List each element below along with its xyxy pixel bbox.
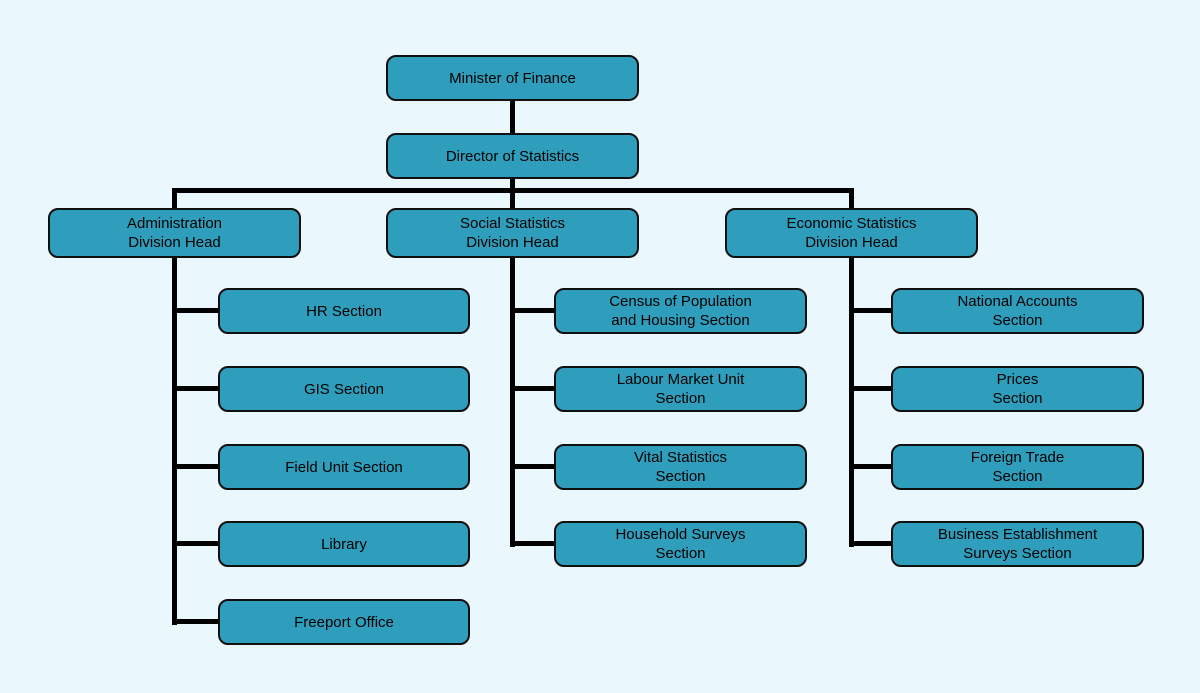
connector-trunk-economic	[849, 188, 854, 547]
connector-stub-household-surveys-section	[510, 541, 554, 546]
org-node-field-unit-section: Field Unit Section	[218, 444, 470, 490]
org-node-hr-section: HR Section	[218, 288, 470, 334]
org-node-minister-of-finance: Minister of Finance	[386, 55, 639, 101]
org-node-vital-statistics-section: Vital Statistics Section	[554, 444, 807, 490]
connector-director-branch	[510, 178, 515, 192]
org-node-business-establishment-surveys-section: Business Establishment Surveys Section	[891, 521, 1144, 567]
org-node-director-of-statistics: Director of Statistics	[386, 133, 639, 179]
org-node-library: Library	[218, 521, 470, 567]
org-node-economic-statistics-division-head: Economic Statistics Division Head	[725, 208, 978, 258]
org-node-gis-section: GIS Section	[218, 366, 470, 412]
connector-stub-census-section	[510, 308, 554, 313]
connector-stub-labour-market-section	[510, 386, 554, 391]
org-node-freeport-office: Freeport Office	[218, 599, 470, 645]
connector-stub-gis-section	[172, 386, 218, 391]
connector-trunk-social	[510, 188, 515, 547]
connector-stub-hr-section	[172, 308, 218, 313]
connector-trunk-administration	[172, 188, 177, 625]
connector-stub-national-accounts-section	[849, 308, 891, 313]
org-node-foreign-trade-section: Foreign Trade Section	[891, 444, 1144, 490]
connector-stub-library	[172, 541, 218, 546]
org-node-labour-market-unit-section: Labour Market Unit Section	[554, 366, 807, 412]
org-node-national-accounts-section: National Accounts Section	[891, 288, 1144, 334]
connector-stub-foreign-trade-section	[849, 464, 891, 469]
org-node-administration-division-head: Administration Division Head	[48, 208, 301, 258]
org-node-social-statistics-division-head: Social Statistics Division Head	[386, 208, 639, 258]
connector-stub-freeport-office	[172, 619, 218, 624]
connector-minister-director	[510, 100, 515, 136]
connector-stub-vital-statistics-section	[510, 464, 554, 469]
connector-stub-field-unit-section	[172, 464, 218, 469]
org-node-household-surveys-section: Household Surveys Section	[554, 521, 807, 567]
org-node-prices-section: Prices Section	[891, 366, 1144, 412]
connector-stub-prices-section	[849, 386, 891, 391]
org-node-census-of-population-and-housing-section: Census of Population and Housing Section	[554, 288, 807, 334]
connector-stub-business-establishment-section	[849, 541, 891, 546]
